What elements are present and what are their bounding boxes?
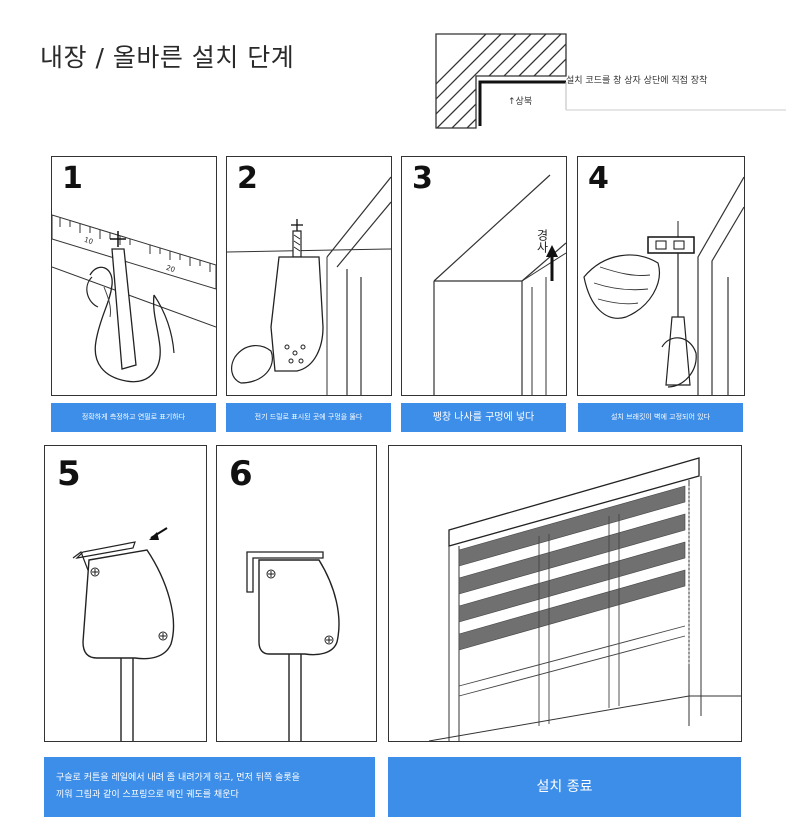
caption-line-1: 구슬로 커튼을 레일에서 내려 좀 내려가게 하고, 먼저 뒤쪽 슬롯을	[56, 772, 300, 783]
step-3-caption: 팽창 나사를 구멍에 넣다	[401, 403, 566, 432]
tilt-label: 경사	[535, 229, 549, 253]
step-4-illustration	[583, 176, 744, 395]
step-number: 3	[412, 161, 433, 196]
step-number: 5	[57, 454, 81, 494]
step-1-panel: 1 10 20	[51, 156, 217, 396]
step-1-caption: 정확하게 측정하고 연필로 표기하다	[51, 403, 216, 432]
step-number: 4	[588, 161, 609, 196]
step-3-panel: 3 경사	[401, 156, 567, 396]
top-up-label: ↑상북	[508, 97, 533, 107]
top-note: 설치 코드를 창 상자 상단에 직접 장착	[566, 76, 708, 86]
step-6-illustration	[246, 551, 340, 741]
step-number: 6	[229, 454, 253, 494]
step-2-illustration	[227, 176, 391, 395]
step-5-illustration	[72, 527, 175, 741]
window-box-diagram	[430, 30, 788, 130]
finish-caption: 설치 종료	[388, 757, 741, 817]
step-2-panel: 2	[226, 156, 392, 396]
caption-line-2: 끼워 그림과 같이 스프링으로 메인 궤도를 채운다	[56, 790, 239, 800]
step-number: 1	[62, 161, 83, 196]
step-3-illustration	[433, 174, 566, 395]
step-5-panel: 5	[44, 445, 207, 742]
step-1-illustration	[52, 214, 216, 383]
final-panel	[388, 445, 742, 742]
step-5-6-caption: 구슬로 커튼을 레일에서 내려 좀 내려가게 하고, 먼저 뒤쪽 슬롯을 끼워 …	[44, 757, 375, 817]
page-title: 내장 / 올바른 설치 단계	[40, 43, 295, 72]
step-number: 2	[237, 161, 258, 196]
installed-blind-illustration	[428, 457, 741, 741]
step-6-panel: 6	[216, 445, 377, 742]
step-4-caption: 설치 브래킷이 벽에 고정되어 있다	[578, 403, 743, 432]
step-4-panel: 4	[577, 156, 745, 396]
step-2-caption: 전기 드릴로 표시된 곳에 구멍을 뚫다	[226, 403, 391, 432]
